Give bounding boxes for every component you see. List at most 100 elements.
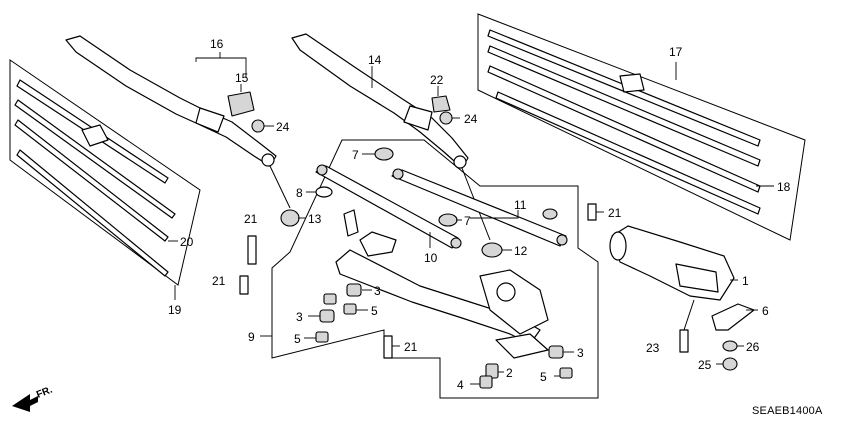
grommet-5-d xyxy=(559,367,573,379)
callout-1: 1 xyxy=(742,274,749,288)
bolt-21-b xyxy=(239,275,249,295)
grommet-5-c xyxy=(315,331,329,343)
right-pivot-bracket xyxy=(495,333,549,359)
rod-10-end-b xyxy=(450,237,462,249)
front-direction-indicator: FR. xyxy=(12,384,54,412)
left-arm-hinge xyxy=(195,107,225,133)
nut-7-b xyxy=(438,213,458,227)
bolt-23 xyxy=(679,329,689,353)
grommet-5-a xyxy=(323,293,337,305)
cap-12 xyxy=(481,242,503,258)
callout-2: 2 xyxy=(506,366,513,380)
callout-7-b: 7 xyxy=(464,214,471,228)
left-blade-clip xyxy=(81,124,109,147)
callout-8: 8 xyxy=(296,186,303,200)
linkage-group-9-frame xyxy=(271,139,599,399)
left-pivot-housing xyxy=(359,231,397,257)
diagram-code: SEAEB1400A xyxy=(752,405,823,417)
callout-24-right: 24 xyxy=(464,112,478,126)
right-pivot-shaft xyxy=(496,282,516,302)
blade-group-19 xyxy=(9,59,201,300)
callout-12: 12 xyxy=(514,244,528,258)
callout-6: 6 xyxy=(762,304,769,318)
left-wiper-rubber xyxy=(16,149,169,277)
callout-5-c: 5 xyxy=(540,370,547,384)
left-pivot-shaft xyxy=(343,209,359,237)
callout-15: 15 xyxy=(235,71,249,85)
callout-14: 14 xyxy=(368,53,382,67)
callout-labels: 16 15 24 14 22 24 17 18 20 19 7 7 8 13 1… xyxy=(168,37,791,392)
callout-17: 17 xyxy=(669,45,683,59)
callout-23: 23 xyxy=(646,341,660,355)
grommet-5-b xyxy=(343,303,357,315)
arm-cap-22 xyxy=(431,95,451,113)
callout-13: 13 xyxy=(308,212,322,226)
right-wiper-rubber xyxy=(495,91,761,215)
motor-bracket-6 xyxy=(711,303,755,331)
callout-21-b: 21 xyxy=(212,274,226,288)
flange-nut-24-left xyxy=(251,119,265,133)
linkage-group-9 xyxy=(239,139,604,399)
rod-11-end-b xyxy=(556,234,568,246)
nut-4 xyxy=(479,375,493,389)
callout-10: 10 xyxy=(424,251,438,265)
callout-3-a: 3 xyxy=(374,284,381,298)
callout-22: 22 xyxy=(430,73,444,87)
rod-11-grommet xyxy=(542,208,558,220)
left-wiper-blade xyxy=(14,99,176,219)
callout-24-left: 24 xyxy=(276,120,290,134)
callout-4: 4 xyxy=(457,378,464,392)
right-arm-pivot-hole xyxy=(453,155,467,169)
arm-cap-15 xyxy=(227,91,255,117)
callout-25: 25 xyxy=(698,358,712,372)
right-wiper-refill-18 xyxy=(487,65,761,193)
bushing-3-b xyxy=(319,309,335,323)
motor-end-cap xyxy=(609,231,627,261)
washer-26 xyxy=(722,340,738,352)
flange-nut-24-right xyxy=(439,111,453,125)
center-bracket xyxy=(479,269,549,335)
front-arrow-icon xyxy=(12,394,38,412)
pivot-frame-tube xyxy=(335,249,541,345)
rod-11-end-a xyxy=(392,168,404,180)
bolt-21-d xyxy=(587,203,597,221)
callout-21-c: 21 xyxy=(404,340,418,354)
left-wiper-refill-20 xyxy=(14,119,169,242)
link-rod-10 xyxy=(315,165,459,249)
callout-3-c: 3 xyxy=(577,346,584,360)
wiper-motor xyxy=(609,225,758,371)
callout-5-b: 5 xyxy=(294,332,301,346)
callout-11: 11 xyxy=(514,198,527,212)
right-arm-hinge xyxy=(403,105,433,131)
motor-gear-housing xyxy=(675,263,719,293)
left-arm-pivot-hole xyxy=(261,153,275,167)
nut-7-a xyxy=(374,147,394,161)
blade-group-17 xyxy=(477,13,806,241)
washer-8 xyxy=(315,186,333,198)
cap-13 xyxy=(280,209,300,227)
callout-9: 9 xyxy=(248,330,255,344)
callout-21-a: 21 xyxy=(244,212,258,226)
front-direction-label: FR. xyxy=(35,384,54,400)
callout-20: 20 xyxy=(180,235,194,249)
bolt-21-a xyxy=(247,235,257,265)
callout-7-a: 7 xyxy=(352,148,359,162)
callout-5-a: 5 xyxy=(371,304,378,318)
bolt-21-c xyxy=(383,335,393,359)
callout-16: 16 xyxy=(210,37,224,51)
blade-group-19-frame xyxy=(9,59,201,286)
rod-10-end-a xyxy=(316,164,328,176)
link-rod-11 xyxy=(391,169,567,247)
right-wiper-blade xyxy=(487,45,761,167)
bushing-3-c xyxy=(548,345,564,359)
left-wiper-arm xyxy=(65,35,291,209)
blade-group-17-frame xyxy=(477,13,806,241)
bushing-3-a xyxy=(346,283,362,297)
callout-3-b: 3 xyxy=(296,310,303,324)
callout-26: 26 xyxy=(746,340,760,354)
callout-19: 19 xyxy=(168,303,182,317)
right-wiper-arm xyxy=(291,33,491,241)
callout-18: 18 xyxy=(777,180,791,194)
callout-21-d: 21 xyxy=(608,206,622,220)
